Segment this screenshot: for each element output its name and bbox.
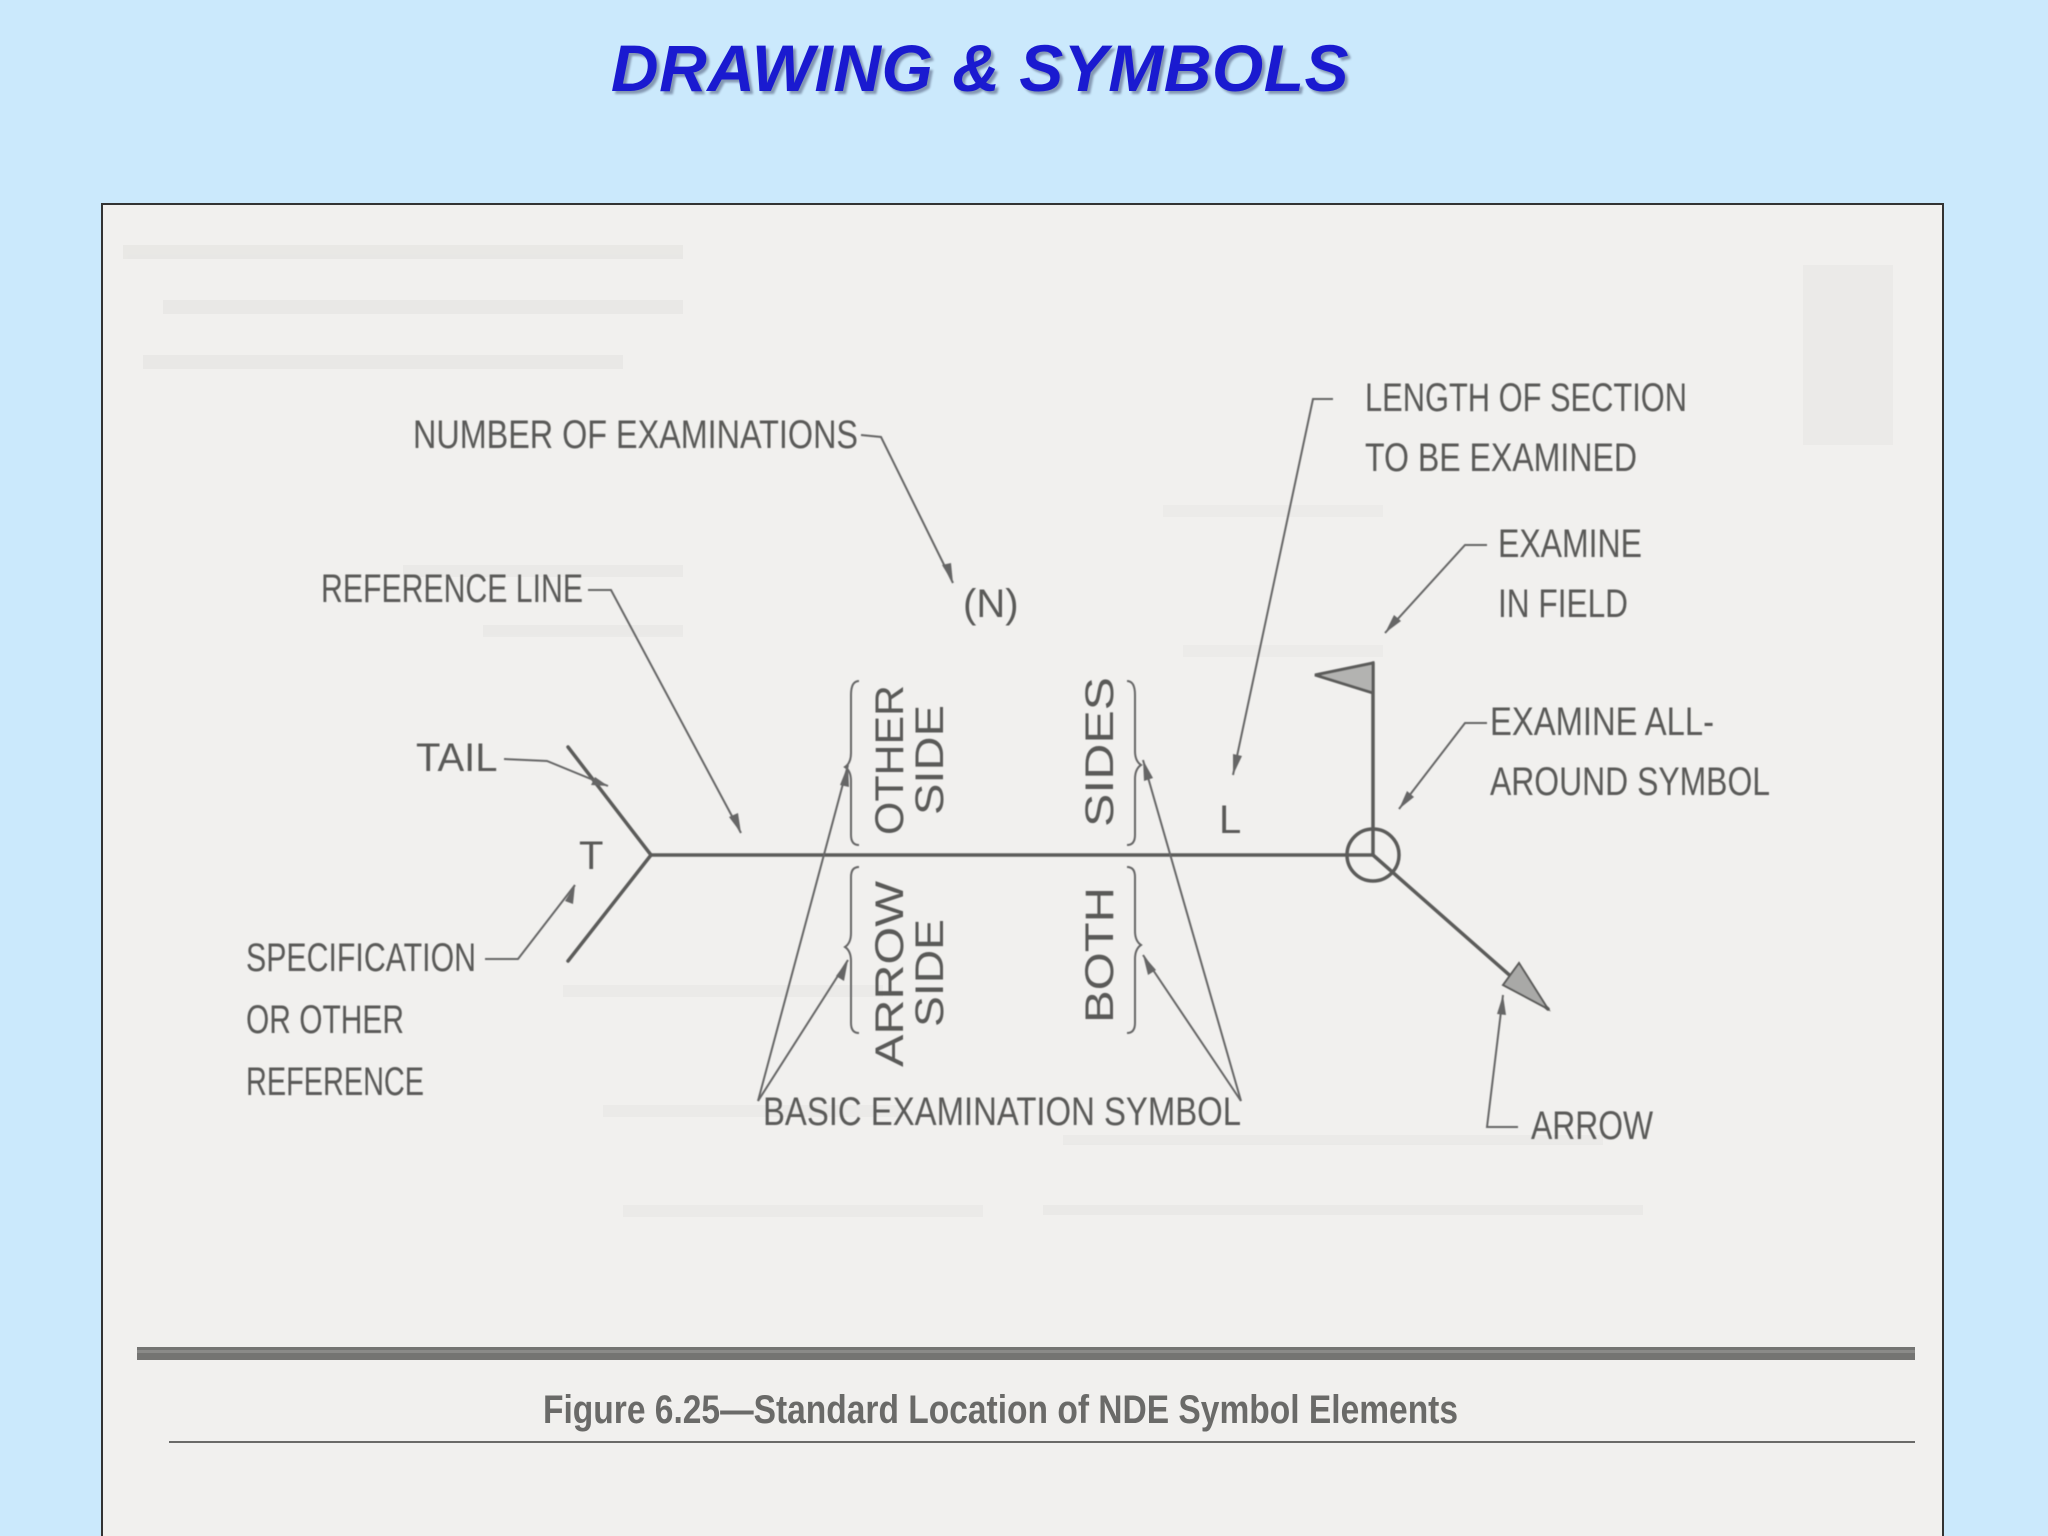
leader-head-reference-icon (729, 813, 741, 833)
label-arrow-side-2: SIDE (908, 919, 952, 1027)
leader-length (1232, 398, 1333, 776)
leader-head-tail-icon (591, 777, 608, 786)
leader-specification (485, 884, 576, 960)
brace-sides (1126, 680, 1143, 846)
label-examine-all-2: AROUND SYMBOL (1490, 760, 1770, 804)
label-l-symbol: L (1219, 798, 1241, 842)
leader-head-spec-icon (565, 885, 575, 904)
label-arrow-side-1: ARROW (868, 881, 912, 1067)
tail-upper (566, 745, 653, 857)
leader-head-field-icon (1385, 615, 1401, 633)
label-reference-line: REFERENCE LINE (321, 567, 583, 611)
label-examine-field-1: EXAMINE (1498, 522, 1642, 566)
figure-caption: Figure 6.25—Standard Location of NDE Sym… (543, 1388, 1458, 1432)
caption-rule-thick (137, 1347, 1915, 1360)
label-specification-3: REFERENCE (246, 1060, 424, 1104)
label-basic-examination-symbol: BASIC EXAMINATION SYMBOL (763, 1090, 1241, 1134)
label-t-symbol: T (579, 834, 603, 878)
tail-lower (566, 853, 653, 963)
label-arrow: ARROW (1531, 1104, 1653, 1148)
leader-number-of-examinations (860, 434, 954, 584)
leader-bes-both (1142, 954, 1242, 1102)
caption-rule-thin (169, 1441, 1915, 1443)
leader-head-length-icon (1233, 754, 1242, 775)
caption-rule-thick-texture (137, 1350, 1915, 1353)
label-specification-2: OR OTHER (246, 998, 404, 1042)
leader-head-arrow-icon (1497, 995, 1506, 1015)
arrow-head-icon (1501, 961, 1551, 1012)
leader-head-bes-both-icon (1143, 955, 1156, 975)
leader-tail (503, 758, 609, 787)
label-length-1: LENGTH OF SECTION (1365, 376, 1687, 420)
slide-title: DRAWING & SYMBOLS (610, 31, 1350, 105)
leader-bes-arrow-side (757, 959, 849, 1102)
leader-examine-all (1398, 722, 1487, 810)
field-flag-icon (1314, 661, 1375, 696)
label-examine-field-2: IN FIELD (1498, 582, 1628, 626)
label-examine-all-1: EXAMINE ALL- (1490, 700, 1714, 744)
brace-arrow-side (843, 866, 860, 1034)
label-number-of-examinations: NUMBER OF EXAMINATIONS (413, 413, 858, 457)
label-other-side-1: OTHER (868, 685, 912, 835)
leader-head-all-icon (1399, 791, 1414, 809)
brace-other-side (843, 680, 860, 846)
label-sides: SIDES (1078, 677, 1122, 827)
leader-bes-other-side (757, 764, 849, 1102)
figure-frame: NUMBER OF EXAMINATIONS (N) REFERENCE LIN… (101, 203, 1944, 1536)
brace-both (1126, 866, 1143, 1034)
nde-symbol-diagram: NUMBER OF EXAMINATIONS (N) REFERENCE LIN… (123, 245, 1915, 1443)
leader-arrow (1485, 994, 1518, 1128)
label-both: BOTH (1078, 887, 1122, 1023)
label-tail: TAIL (416, 736, 498, 780)
leader-bes-sides (1142, 759, 1242, 1102)
leader-reference-line (588, 589, 742, 834)
scan-texture (123, 245, 1893, 1217)
label-n-symbol: (N) (963, 582, 1019, 626)
label-length-2: TO BE EXAMINED (1365, 436, 1637, 480)
leader-head-bes-other-icon (840, 765, 849, 787)
label-specification-1: SPECIFICATION (246, 936, 476, 980)
leader-head-bes-arrow-icon (836, 960, 848, 981)
leader-head-bes-sides-icon (1143, 760, 1153, 781)
leader-examine-field (1384, 544, 1487, 634)
leader-head-n-icon (942, 563, 953, 583)
label-other-side-2: SIDE (908, 705, 952, 815)
